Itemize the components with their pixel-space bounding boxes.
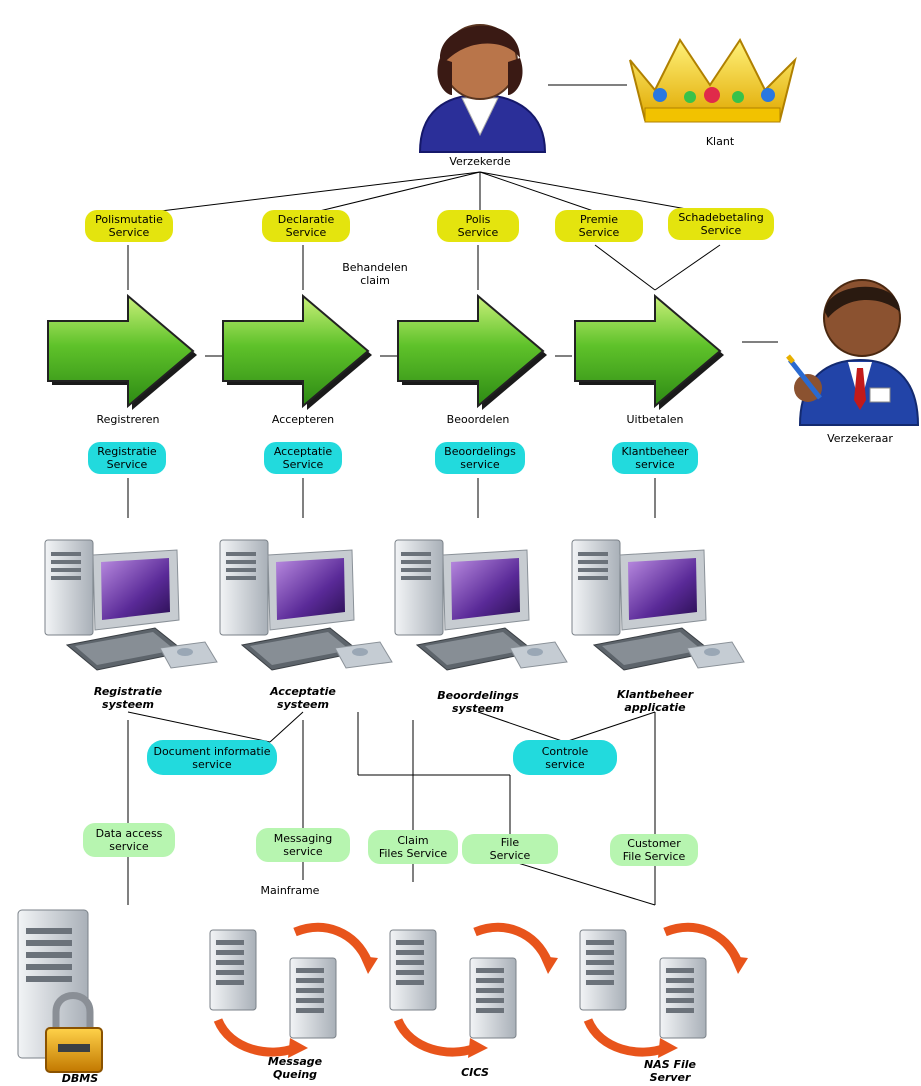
- klantbeheer-service: Klantbeheer service: [612, 442, 698, 474]
- mainframe-label: Mainframe: [260, 884, 320, 897]
- step-uitbetalen-label: Uitbetalen: [626, 413, 684, 426]
- verzekerde-label: Verzekerde: [449, 155, 511, 168]
- acceptatie-systeem-label: Acceptatie systeem: [270, 685, 336, 711]
- step-registreren-label: Registreren: [96, 413, 160, 426]
- verzekeraar-label: Verzekeraar: [827, 432, 893, 445]
- process-arrow-registreren: [47, 295, 198, 411]
- nas-file-server-label: NAS File Server: [644, 1058, 696, 1084]
- data-access-service: Data access service: [83, 823, 175, 857]
- verzekeraar-avatar: [786, 279, 920, 426]
- workstation-klantbeheer: [571, 539, 745, 671]
- controle-service: Controle service: [513, 740, 617, 775]
- registratie-systeem-label: Registratie systeem: [93, 685, 163, 711]
- step-accepteren-label: Accepteren: [271, 413, 335, 426]
- step-beoordelen-label: Beoordelen: [446, 413, 510, 426]
- nas-file-server-icon: [580, 927, 748, 1058]
- schadebetaling-service: Schadebetaling Service: [668, 208, 774, 240]
- acceptatie-service: Acceptatie Service: [264, 442, 342, 474]
- klantbeheer-applicatie-label: Klantbeheer applicatie: [616, 688, 694, 714]
- process-arrow-uitbetalen: [574, 295, 725, 411]
- dbms-server-icon: [17, 909, 103, 1073]
- workstation-beoordelings: [394, 539, 568, 671]
- polismutatie-service: Polismutatie Service: [85, 210, 173, 242]
- premie-service: Premie Service: [555, 210, 643, 242]
- process-arrow-accepteren: [222, 295, 373, 411]
- process-arrow-beoordelen: [397, 295, 548, 411]
- dbms-label: DBMS: [61, 1072, 99, 1085]
- customer-file-service: Customer File Service: [610, 834, 698, 866]
- polis-service: Polis Service: [437, 210, 519, 242]
- klant-crown-icon: [629, 38, 797, 123]
- document-informatie-service: Document informatie service: [147, 740, 277, 775]
- claim-files-service: Claim Files Service: [368, 830, 458, 864]
- workstation-acceptatie: [219, 539, 393, 671]
- file-service: File Service: [462, 834, 558, 864]
- cics-server-icon: [390, 927, 558, 1058]
- message-queing-label: Message Queing: [267, 1055, 323, 1081]
- message-queing-server-icon: [210, 927, 378, 1058]
- declaratie-service: Declaratie Service: [262, 210, 350, 242]
- cics-label: CICS: [461, 1066, 489, 1079]
- beoordelings-systeem-label: Beoordelings systeem: [437, 689, 519, 715]
- messaging-service: Messaging service: [256, 828, 350, 862]
- klant-label: Klant: [705, 135, 735, 148]
- behandelen-claim-label: Behandelen claim: [342, 261, 408, 287]
- beoordelings-service: Beoordelings service: [435, 442, 525, 474]
- registratie-service: Registratie Service: [88, 442, 166, 474]
- verzekerde-avatar: [418, 24, 547, 153]
- workstation-registratie: [44, 539, 218, 671]
